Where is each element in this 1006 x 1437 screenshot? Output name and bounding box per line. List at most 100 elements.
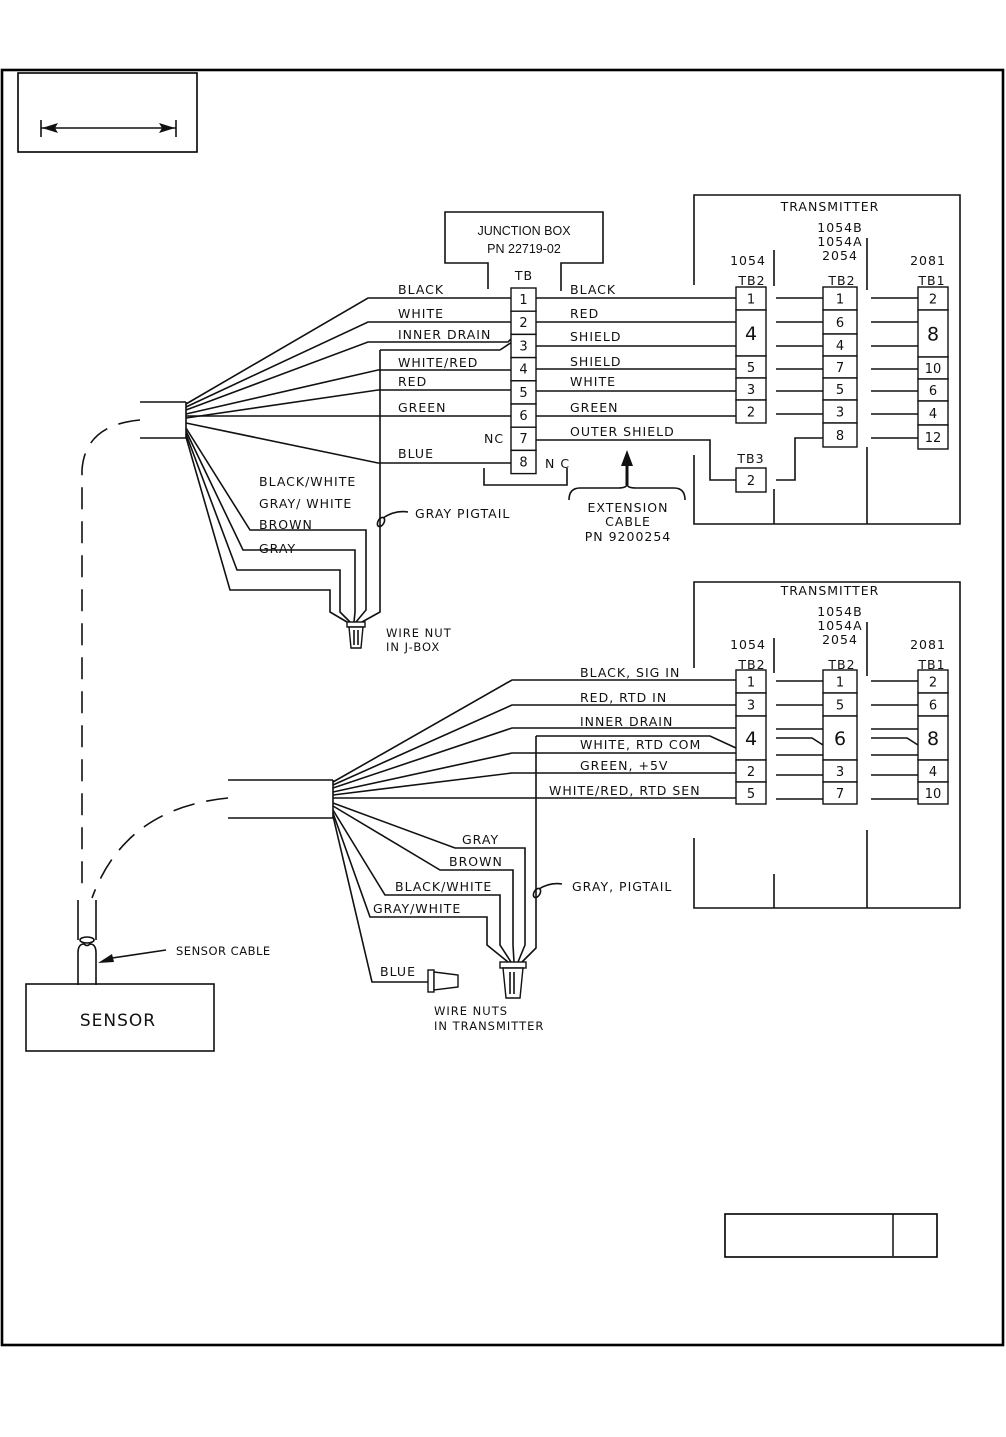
col3-terminal: [917, 400, 949, 426]
lower-right-wire-label: INNER DRAIN: [580, 714, 673, 729]
lower-pigtail-wire-label: GRAY/WHITE: [373, 901, 461, 916]
extension-cable-label-2: CABLE: [605, 514, 651, 529]
lower-pigtail-wire-label: GRAY: [462, 832, 499, 847]
jb-terminal-number: 2: [519, 316, 527, 331]
lower-right-wire-label: RED, RTD IN: [580, 690, 667, 705]
sensor-cable-icon: [77, 900, 167, 985]
col2-terminal: [822, 309, 858, 335]
col2-model: 1054A: [817, 234, 862, 249]
jb-terminal-number: 1: [519, 293, 527, 308]
col3-tb: TB1: [917, 657, 945, 672]
lower-transmitter-outline: [693, 581, 961, 909]
wire-nuts-label-2: IN TRANSMITTER: [434, 1019, 544, 1033]
col1-tb: TB2: [737, 657, 765, 672]
lower-fan-wires: [332, 679, 737, 983]
wire-nut-label-2: IN J-BOX: [386, 640, 440, 654]
col3-terminal-number: 6: [929, 699, 937, 714]
scale-box: [17, 72, 198, 153]
col3-model: 2081: [910, 253, 946, 268]
upper-transmitter-outline: [693, 194, 961, 525]
col3-terminal-number: 8: [927, 324, 939, 346]
col2-terminal-number: 5: [836, 383, 844, 398]
sensor-cable-label: SENSOR CABLE: [176, 944, 271, 958]
col1-terminal-number: 3: [747, 699, 755, 714]
jb-terminal-number: 3: [519, 339, 527, 354]
tb3-label: TB3: [736, 451, 764, 466]
page-frame: [0, 68, 1005, 1347]
col1-terminal: [735, 399, 767, 424]
upper-fan-wires: [185, 297, 513, 623]
extension-cable-part-number: PN 9200254: [585, 529, 672, 544]
sensor-cable-dashed: [81, 419, 229, 899]
upper-right-wire-label: RED: [570, 306, 599, 321]
col2-terminal-number: 5: [836, 699, 844, 714]
junction-box-outline: [444, 211, 604, 486]
lower-right-wire-label: BLACK, SIG IN: [580, 665, 680, 680]
col3-tb: TB1: [917, 273, 945, 288]
col3-terminal-number: 8: [927, 728, 939, 750]
lower-wire-nut-icon: [499, 961, 527, 999]
lower-right-wire-label: GREEN, +5V: [580, 758, 668, 773]
col1-terminal-number: 2: [747, 406, 755, 421]
upper-left-wire-label: BLUE: [398, 446, 434, 461]
upper-pigtail-wire-label: GRAY: [259, 541, 296, 556]
nc-left-label: NC: [484, 431, 504, 446]
col1-terminal: [735, 781, 767, 805]
sensor-label: SENSOR: [80, 1011, 156, 1031]
upper-left-wire-label: WHITE/RED: [398, 355, 478, 370]
col2-terminal-number: 8: [836, 429, 844, 444]
sensor-box: [25, 983, 215, 1052]
blue-wire-nut-icon: [427, 969, 459, 993]
wire-nut-label-1: WIRE NUT: [386, 626, 452, 640]
col3-model: 2081: [910, 637, 946, 652]
col3-terminal-number: 12: [925, 431, 942, 446]
junction-box-title: JUNCTION BOX: [477, 224, 571, 238]
col2-model: 2054: [822, 632, 858, 647]
junction-box-part-number: PN 22719-02: [487, 242, 561, 256]
col3-terminal-number: 2: [929, 293, 937, 308]
col2-model: 1054B: [817, 604, 862, 619]
lower-pigtail-wire-label: BLACK/WHITE: [395, 879, 492, 894]
col2-terminal-number: 6: [834, 728, 846, 750]
col1-terminal-number: 5: [747, 361, 755, 376]
col1-terminal-number: 1: [747, 676, 755, 691]
upper-left-wire-label: INNER DRAIN: [398, 327, 491, 342]
col1-terminal-number: 2: [747, 765, 755, 780]
lower-gray-pigtail-label: GRAY, PIGTAIL: [572, 879, 672, 894]
upper-right-wire-label: OUTER SHIELD: [570, 424, 675, 439]
col1-terminal-number: 3: [747, 383, 755, 398]
jb-terminal-number: 8: [519, 455, 527, 470]
jb-terminal-number: 7: [519, 432, 527, 447]
gray-pigtail-marker-icon: [376, 510, 409, 528]
col3-terminal-number: 2: [929, 676, 937, 691]
col2-terminal: [822, 715, 858, 761]
lower-pigtail-wire-label: BROWN: [449, 854, 503, 869]
col1-terminal: [735, 309, 767, 357]
upper-pigtail-wire-label: BROWN: [259, 517, 313, 532]
nc-right-label: N C: [545, 456, 570, 471]
lower-right-wire-label: WHITE/RED, RTD SEN: [549, 783, 701, 798]
col1-terminal-number: 4: [745, 728, 757, 750]
col2-terminal-number: 1: [836, 676, 844, 691]
col2-model: 1054A: [817, 618, 862, 633]
wire-nuts-label-1: WIRE NUTS: [434, 1004, 508, 1018]
col2-terminal-number: 1: [836, 293, 844, 308]
jb-terminal: [510, 449, 537, 475]
upper-right-wire-label: BLACK: [570, 282, 616, 297]
col2-tb: TB2: [827, 657, 855, 672]
col2-terminal-number: 4: [836, 339, 844, 354]
jb-terminal-number: 6: [519, 409, 527, 424]
upper-left-wire-label: GREEN: [398, 400, 447, 415]
jb-terminal-number: 5: [519, 386, 527, 401]
col3-terminal: [917, 781, 949, 805]
col1-tb: TB2: [737, 273, 765, 288]
upper-right-wire-label: GREEN: [570, 400, 619, 415]
upper-cable-end: [140, 401, 187, 439]
col1-terminal-number: 1: [747, 293, 755, 308]
col3-terminal: [917, 715, 949, 761]
upper-right-wire-label: WHITE: [570, 374, 616, 389]
col3-terminal: [917, 424, 949, 450]
upper-left-wire-label: RED: [398, 374, 427, 389]
col1-model: 1054: [730, 253, 766, 268]
wire-nut-icon: [346, 621, 366, 649]
